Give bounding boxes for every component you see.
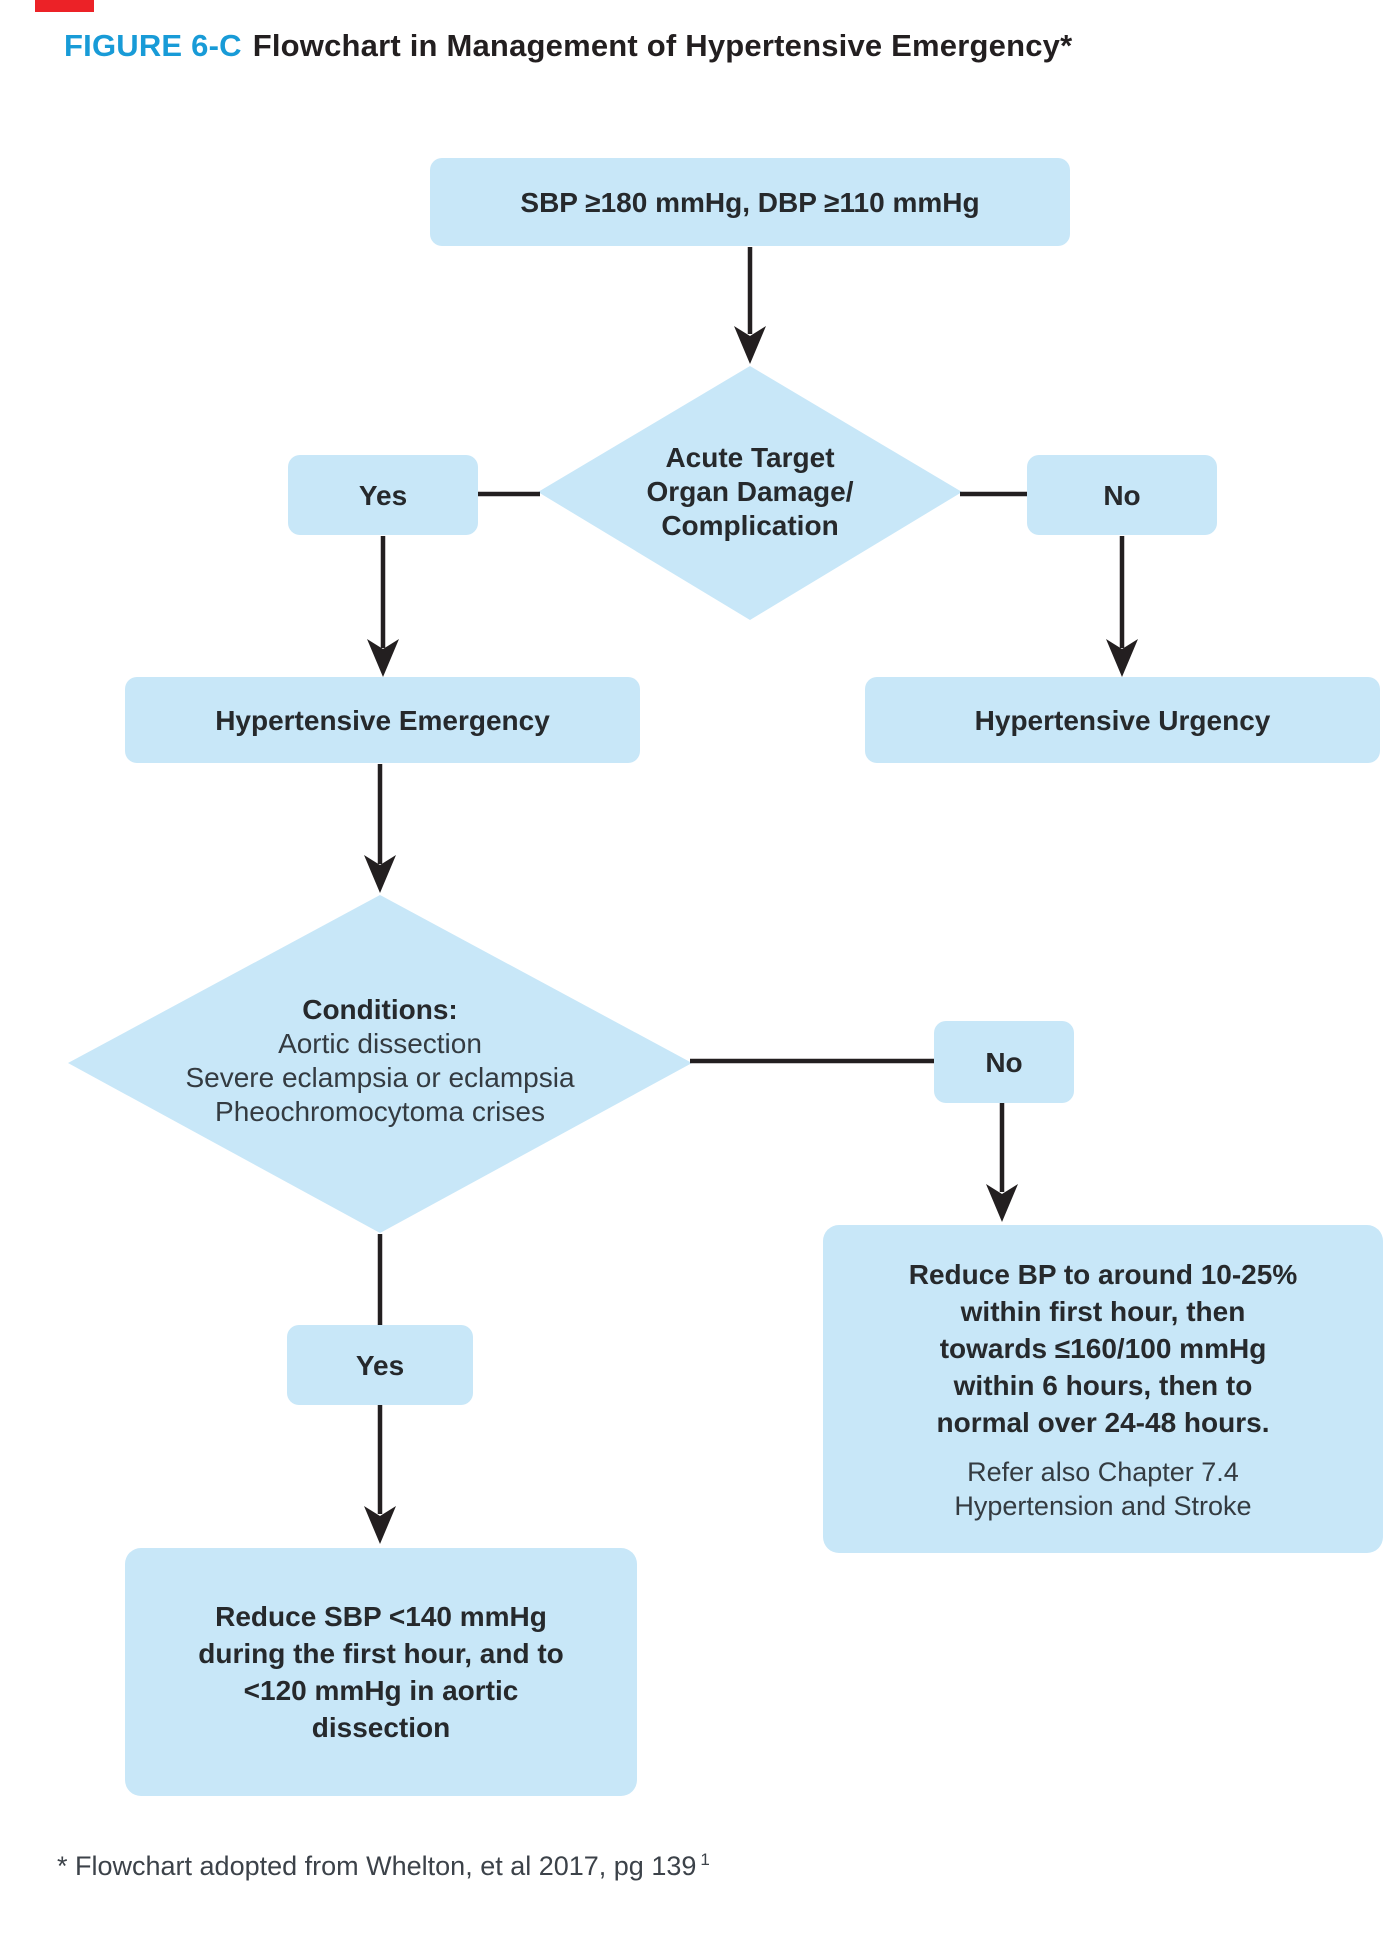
decision2-diamond bbox=[68, 895, 692, 1233]
node-yes2: Yes bbox=[287, 1325, 473, 1405]
decision2-title: Conditions: bbox=[302, 994, 458, 1025]
node-no1: No bbox=[1027, 455, 1217, 535]
figure-label: FIGURE 6-C bbox=[64, 28, 242, 63]
figure-footnote: * Flowchart adopted from Whelton, et al … bbox=[57, 1850, 710, 1882]
node-reduce-bp-note: Refer also Chapter 7.4 Hypertension and … bbox=[954, 1456, 1252, 1521]
node-no1-label: No bbox=[1103, 479, 1141, 511]
footnote-text: * Flowchart adopted from Whelton, et al … bbox=[57, 1851, 697, 1881]
arrowhead-decision2 bbox=[364, 855, 396, 893]
decision1-label: Acute Target Organ Damage/ Complication bbox=[646, 442, 854, 541]
decision2-text: Conditions: Aortic dissection Severe ecl… bbox=[90, 993, 670, 1129]
node-hypertensive-emergency: Hypertensive Emergency bbox=[125, 677, 640, 763]
node-hypertensive-urgency: Hypertensive Urgency bbox=[865, 677, 1380, 763]
node-hypertensive-emergency-label: Hypertensive Emergency bbox=[215, 704, 550, 736]
figure-title: FIGURE 6-C Flowchart in Management of Hyp… bbox=[64, 28, 1072, 64]
arrowhead-urgency bbox=[1106, 639, 1138, 677]
arrowhead-reducesbp bbox=[364, 1506, 396, 1544]
node-start-label: SBP ≥180 mmHg, DBP ≥110 mmHg bbox=[520, 186, 980, 218]
node-yes2-label: Yes bbox=[355, 1349, 405, 1381]
decision1-diamond bbox=[538, 366, 962, 620]
footnote-superscript: 1 bbox=[700, 1850, 710, 1869]
arrowhead-emergency bbox=[367, 639, 399, 677]
node-no2: No bbox=[934, 1021, 1074, 1103]
decision1-text: Acute Target Organ Damage/ Complication bbox=[560, 441, 940, 543]
node-reduce-sbp-label: Reduce SBP <140 mmHg during the first ho… bbox=[198, 1601, 564, 1743]
node-yes1: Yes bbox=[288, 455, 478, 535]
node-no2-label: No bbox=[985, 1046, 1023, 1078]
figure-title-text: Flowchart in Management of Hypertensive … bbox=[252, 28, 1073, 63]
decision2-items: Aortic dissection Severe eclampsia or ec… bbox=[185, 1028, 575, 1127]
node-start: SBP ≥180 mmHg, DBP ≥110 mmHg bbox=[430, 158, 1070, 246]
page-edge-red-tab bbox=[35, 0, 94, 12]
node-reduce-bp-label: Reduce BP to around 10-25% within first … bbox=[908, 1258, 1298, 1438]
arrowhead-reducebp bbox=[986, 1184, 1018, 1222]
node-reduce-bp: Reduce BP to around 10-25% within first … bbox=[823, 1225, 1383, 1553]
node-hypertensive-urgency-label: Hypertensive Urgency bbox=[974, 704, 1271, 736]
arrowhead-decision1 bbox=[734, 326, 766, 364]
node-reduce-sbp: Reduce SBP <140 mmHg during the first ho… bbox=[125, 1548, 637, 1796]
node-yes1-label: Yes bbox=[358, 479, 408, 511]
